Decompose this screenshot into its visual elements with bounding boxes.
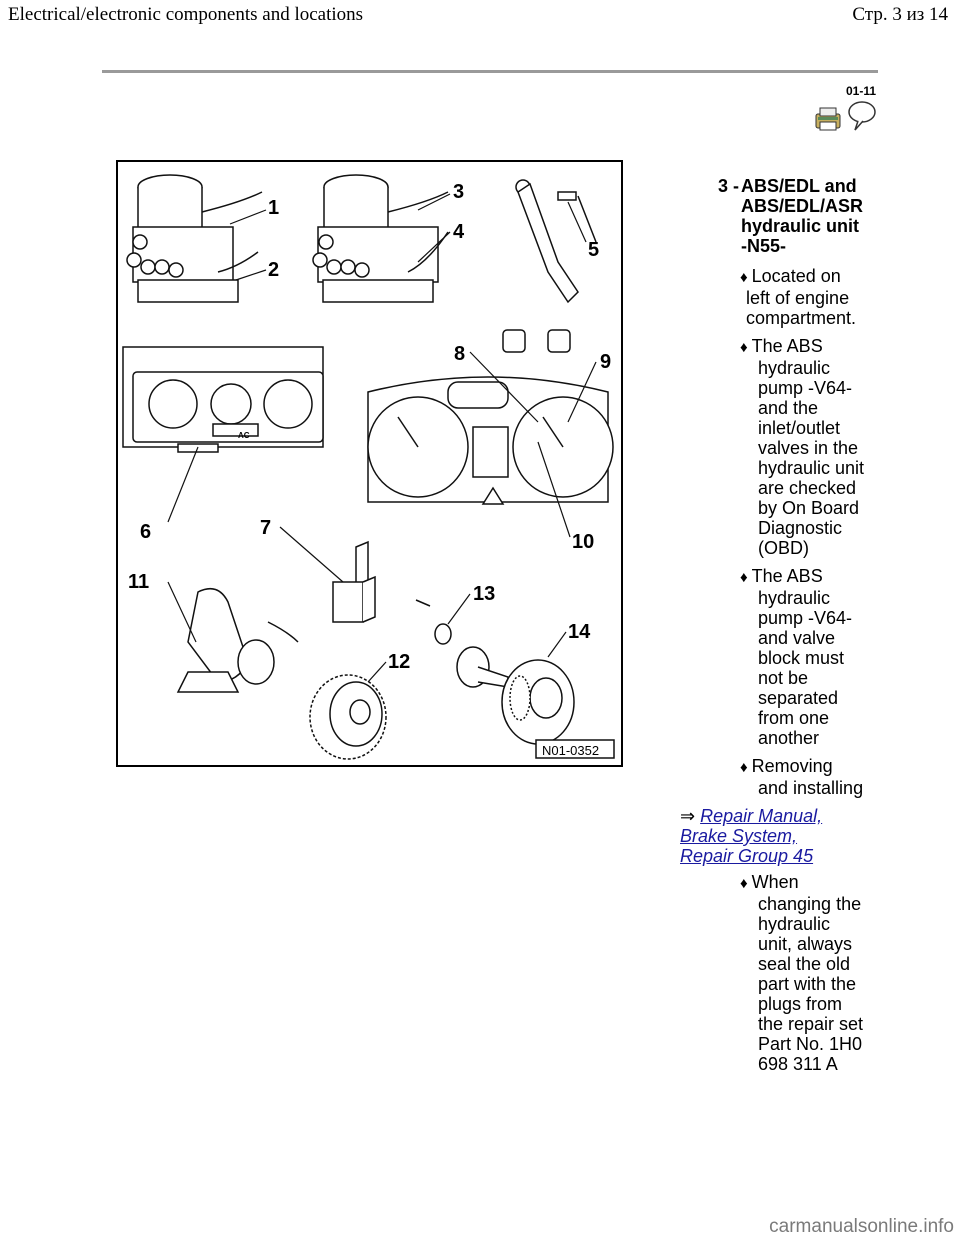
bullet-line: and the <box>758 398 819 418</box>
callout-8: 8 <box>454 343 465 365</box>
bullet-line: left of engine <box>746 288 850 308</box>
bullet-line: by On Board <box>758 498 860 518</box>
sensor-bracket-illustration <box>332 540 376 623</box>
bullet-line: valves in the <box>758 438 859 458</box>
callout-13: 13 <box>473 583 495 605</box>
item-title-line-2: ABS/EDL/ASR <box>741 196 864 216</box>
dashboard-controls-illustration <box>122 346 324 453</box>
bullet-line: another <box>758 728 820 748</box>
bullet-line: Part No. 1H0 <box>758 1034 863 1054</box>
item-title-line-1: ABS/EDL and <box>741 176 857 196</box>
document-title: Electrical/electronic components and loc… <box>8 4 364 25</box>
bullet-line: 698 311 A <box>758 1054 838 1074</box>
diamond-bullet-icon: ♦ <box>740 875 748 892</box>
item-title-line-4: -N55- <box>741 236 787 256</box>
repair-manual-link[interactable]: ⇒ Repair Manual, Brake System, Repair Gr… <box>680 806 822 866</box>
diamond-bullet-icon: ♦ <box>740 339 748 356</box>
bullet-line: hydraulic <box>758 588 831 608</box>
item-number: 3 - <box>718 176 740 196</box>
callout-14: 14 <box>568 621 591 643</box>
diamond-bullet-icon: ♦ <box>740 759 748 776</box>
callout-4: 4 <box>453 221 465 243</box>
page-counter: Стр. 3 из 14 <box>852 4 948 25</box>
bullet-line: hydraulic <box>758 914 831 934</box>
bullet-line: not be <box>758 668 809 688</box>
bullet-line: changing the <box>758 894 862 914</box>
header-rule <box>102 70 878 73</box>
bullet-line: and installing <box>758 778 864 798</box>
instrument-cluster-illustration <box>367 329 614 505</box>
bullet-line: from one <box>758 708 830 728</box>
callout-10: 10 <box>572 531 594 553</box>
section-code: 01-11 <box>845 84 876 98</box>
bullet-line: separated <box>758 688 839 708</box>
toolbar-icons <box>814 100 878 134</box>
printer-icon[interactable] <box>815 107 841 131</box>
bullet-located: ♦Located on left of engine compartment. <box>740 266 856 328</box>
bullet-line: When <box>751 872 799 892</box>
callout-7: 7 <box>260 517 271 539</box>
diamond-bullet-icon: ♦ <box>740 569 748 586</box>
bullet-line: The ABS <box>751 566 823 586</box>
link-line[interactable]: Brake System, <box>680 826 798 846</box>
bullet-line: part with the <box>758 974 857 994</box>
bullet-line: unit, always <box>758 934 853 954</box>
wheel-hub-illustration-1 <box>309 674 387 760</box>
bullet-line: inlet/outlet <box>758 418 841 438</box>
callout-2: 2 <box>268 259 279 281</box>
bullet-line: Diagnostic <box>758 518 843 538</box>
bullet-removing: ♦Removing and installing <box>740 756 863 798</box>
link-line[interactable]: Repair Group 45 <box>680 846 814 866</box>
bullet-line: and valve <box>758 628 836 648</box>
bullet-obd-check: ♦The ABS hydraulic pump -V64- and the in… <box>740 336 864 558</box>
arrow-right-icon: ⇒ <box>680 806 696 826</box>
bullet-seal-old-part: ♦When changing the hydraulic unit, alway… <box>740 872 863 1074</box>
bullet-line: are checked <box>758 478 857 498</box>
bullet-line: hydraulic <box>758 358 831 378</box>
callout-11: 11 <box>128 571 149 593</box>
bullet-line: pump -V64- <box>758 378 853 398</box>
bullet-line: Located on <box>751 266 841 286</box>
bullet-line: hydraulic unit <box>758 458 865 478</box>
diamond-bullet-icon: ♦ <box>740 269 748 286</box>
abs-unit-illustration-1 <box>126 174 263 303</box>
link-line[interactable]: Repair Manual, <box>700 806 823 826</box>
steering-knuckle-illustration <box>176 587 299 693</box>
bullet-line: The ABS <box>751 336 823 356</box>
bullet-line: seal the old <box>758 954 851 974</box>
ac-label: AC <box>238 431 250 440</box>
bullet-line: Removing <box>751 756 833 776</box>
bullet-line: pump -V64- <box>758 608 853 628</box>
bullet-do-not-separate: ♦The ABS hydraulic pump -V64- and valve … <box>740 566 852 748</box>
item-title-line-3: hydraulic unit <box>741 216 860 236</box>
bullet-line: compartment. <box>746 308 857 328</box>
components-illustration: 1 2 3 4 5 6 7 8 9 10 11 12 13 14 AC N01-… <box>116 160 623 767</box>
wheel-hub-illustration-2 <box>501 659 575 745</box>
callout-3: 3 <box>453 181 464 203</box>
figure-reference: N01-0352 <box>542 743 599 758</box>
bullet-line: the repair set <box>758 1014 864 1034</box>
callout-1: 1 <box>268 197 279 219</box>
callout-6: 6 <box>140 521 151 543</box>
watermark: carmanualsonline.info <box>769 1216 954 1237</box>
bullet-line: (OBD) <box>758 538 809 558</box>
wheel-bearing-parts-illustration <box>415 599 509 688</box>
callout-5: 5 <box>588 239 599 261</box>
bullet-line: plugs from <box>758 994 843 1014</box>
bullet-line: block must <box>758 648 845 668</box>
callout-9: 9 <box>600 351 611 373</box>
callout-12: 12 <box>388 651 410 673</box>
brake-pedal-illustration <box>515 179 597 304</box>
abs-unit-illustration-2 <box>312 174 449 303</box>
speech-bubble-icon[interactable] <box>848 101 876 131</box>
